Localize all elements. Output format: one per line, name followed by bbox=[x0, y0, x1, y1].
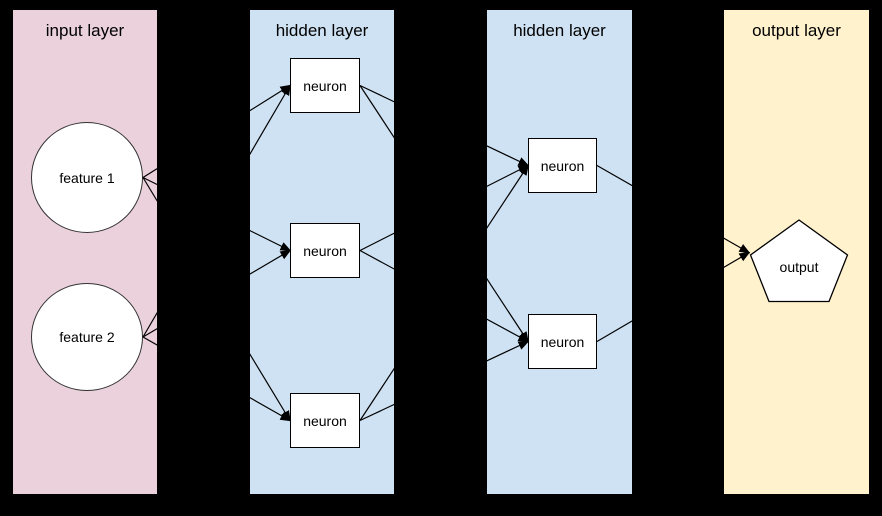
node-output: output bbox=[749, 219, 849, 303]
node-feature-2: feature 2 bbox=[31, 283, 143, 391]
node-hidden2-neuron-1-label: neuron bbox=[540, 157, 585, 174]
node-hidden1-neuron-1: neuron bbox=[290, 58, 360, 113]
layer-title-input: input layer bbox=[45, 21, 125, 40]
node-output-label: output bbox=[779, 259, 819, 275]
node-hidden2-neuron-2-label: neuron bbox=[540, 333, 585, 350]
node-hidden1-neuron-3-label: neuron bbox=[303, 412, 347, 429]
layer-title-hidden-1: hidden layer bbox=[275, 21, 369, 40]
pentagon-shape-icon bbox=[749, 219, 849, 303]
node-hidden1-neuron-3: neuron bbox=[290, 393, 360, 448]
node-feature-1: feature 1 bbox=[31, 122, 143, 233]
node-feature-2-label: feature 2 bbox=[59, 329, 115, 345]
layer-band-input: input layer bbox=[13, 10, 157, 494]
node-hidden2-neuron-2: neuron bbox=[528, 314, 597, 369]
node-hidden1-neuron-1-label: neuron bbox=[303, 77, 347, 94]
layer-title-output: output layer bbox=[752, 21, 841, 40]
node-hidden2-neuron-1: neuron bbox=[528, 138, 597, 193]
node-feature-1-label: feature 1 bbox=[59, 169, 115, 186]
layer-band-hidden-2: hidden layer bbox=[487, 10, 632, 494]
layer-title-hidden-2: hidden layer bbox=[513, 21, 606, 40]
node-hidden1-neuron-2: neuron bbox=[290, 223, 360, 278]
node-hidden1-neuron-2-label: neuron bbox=[303, 242, 347, 259]
